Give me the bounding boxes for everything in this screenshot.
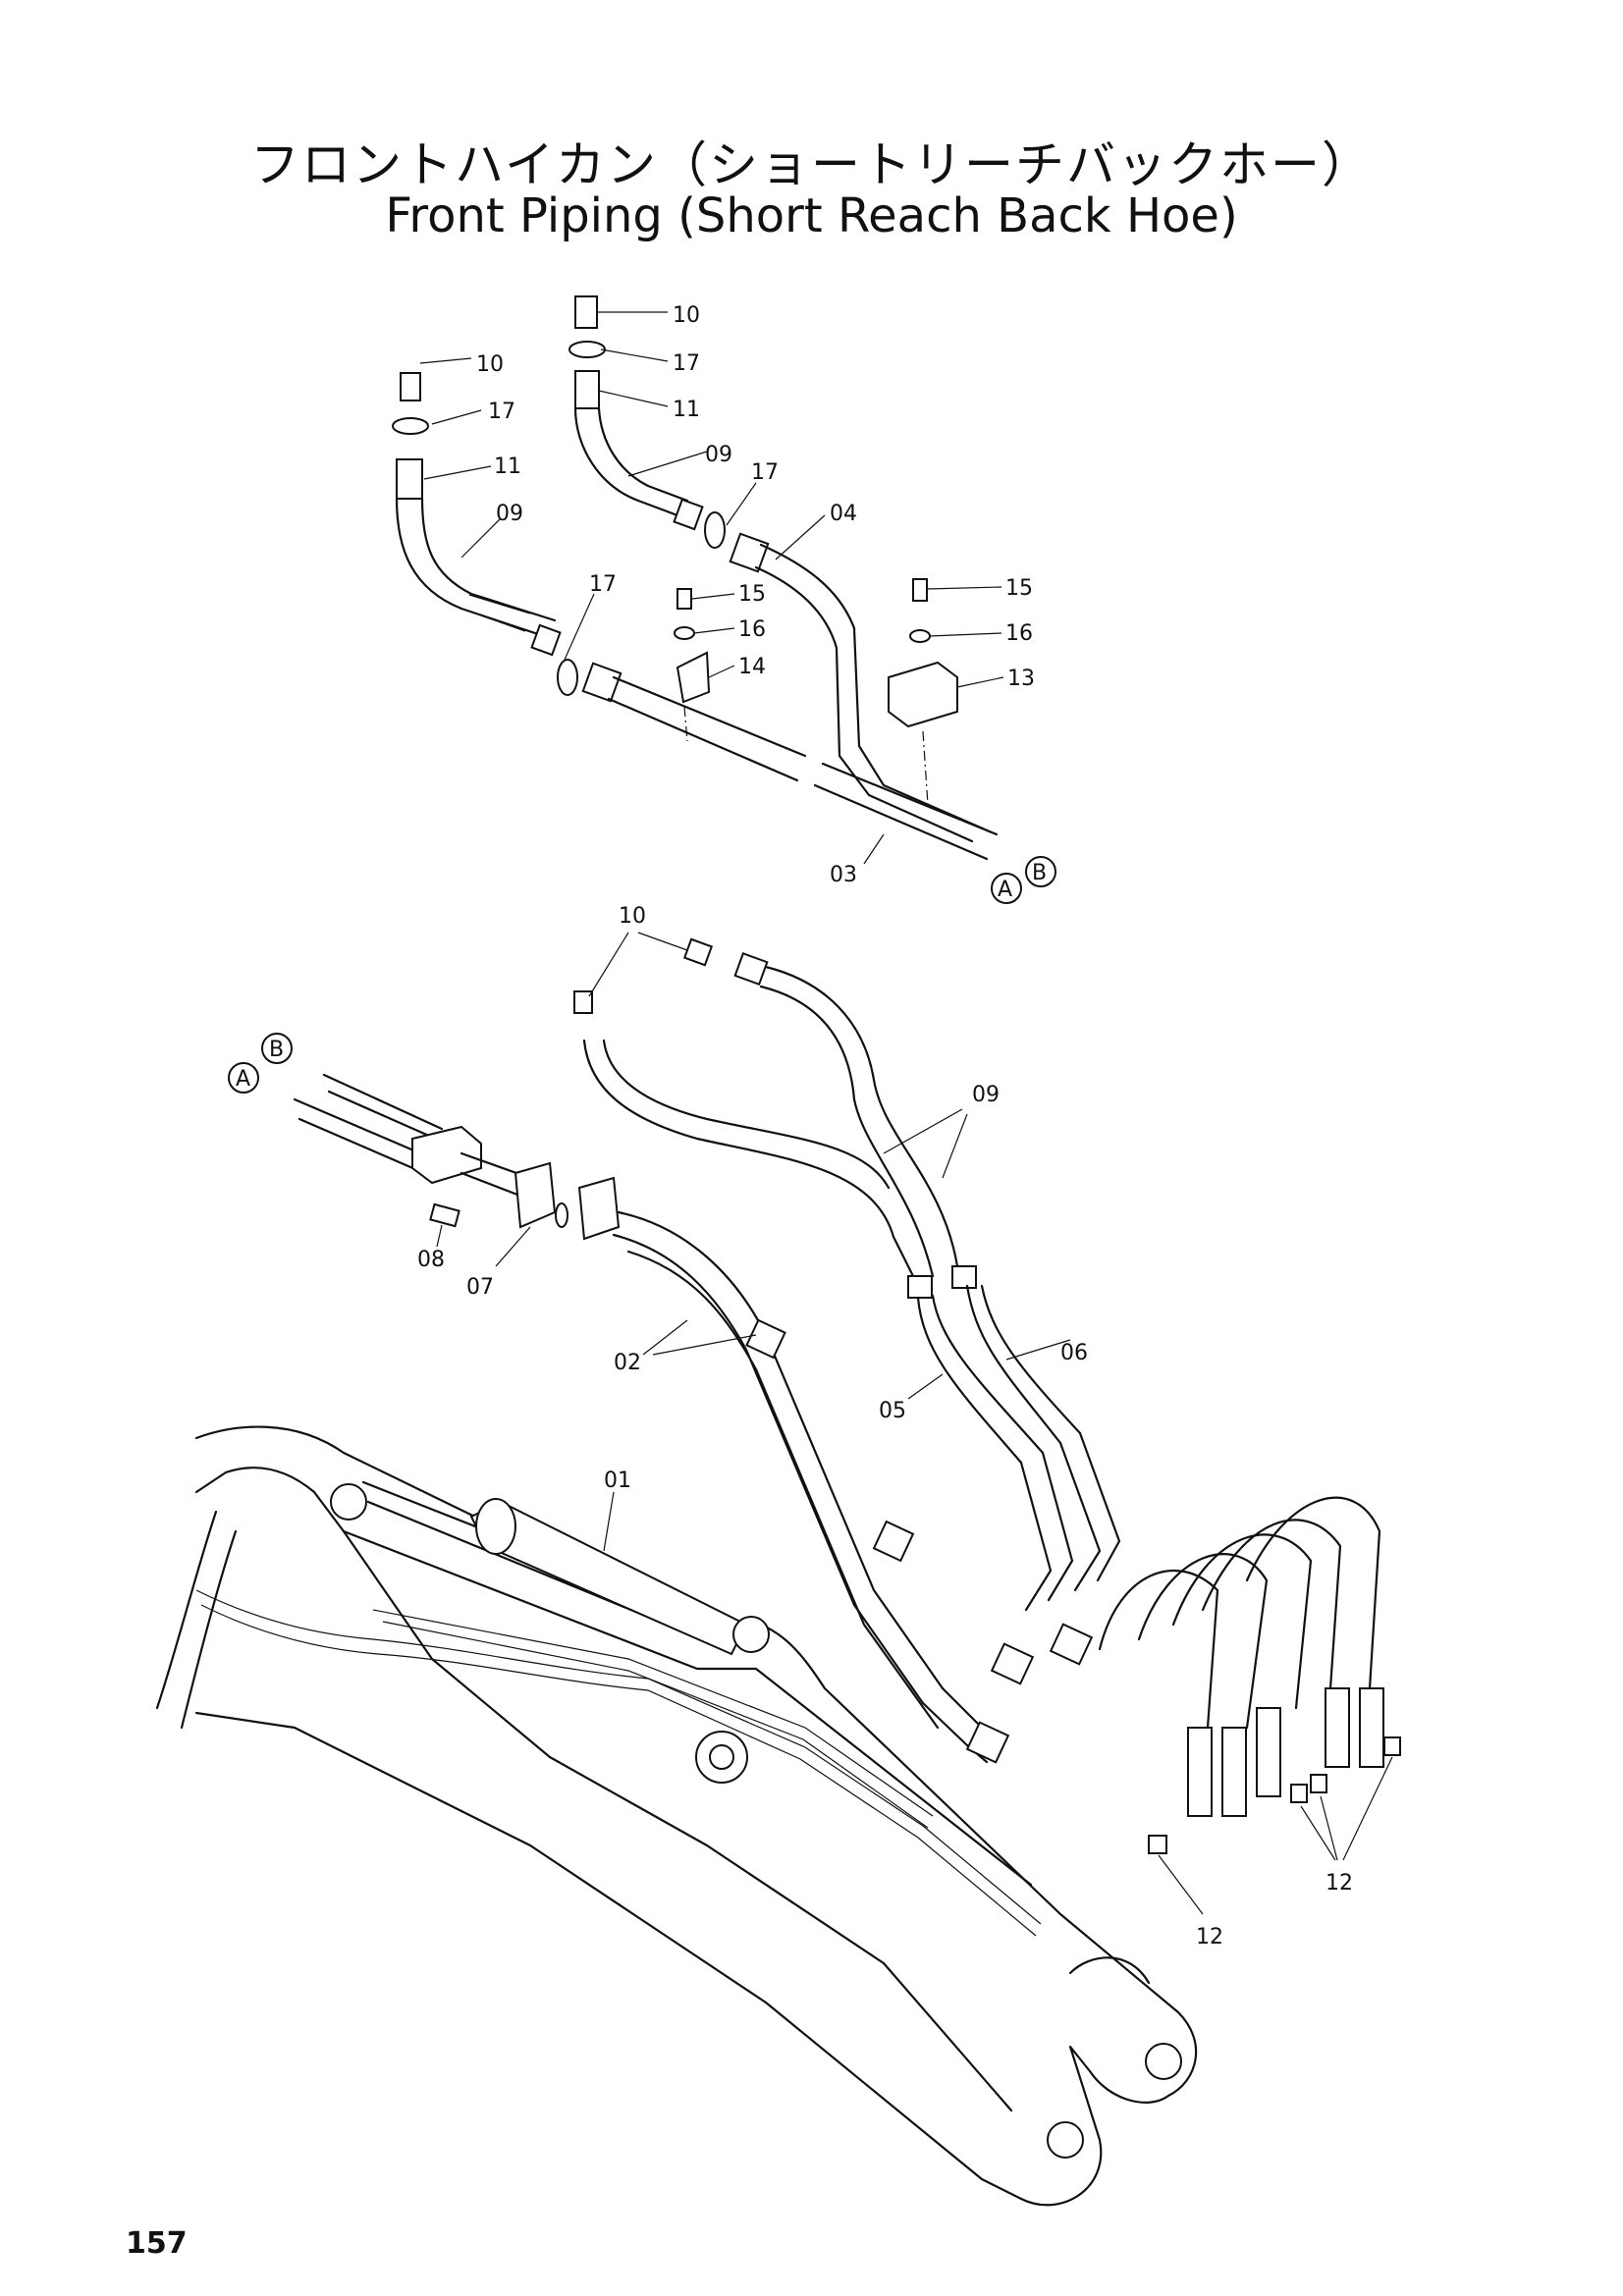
callout-03: 03 xyxy=(830,863,857,887)
hose-end-11-left xyxy=(396,458,423,500)
bolt-15-left xyxy=(676,588,692,610)
bolt-08 xyxy=(429,1202,460,1228)
connector-b-top xyxy=(1025,856,1056,887)
clamp-14 xyxy=(676,651,711,704)
connector-a-label: A xyxy=(998,878,1012,902)
hose-end-11-right xyxy=(574,370,600,409)
plug-12-d xyxy=(1383,1736,1401,1756)
callout-17: 17 xyxy=(589,572,617,597)
hose-end-lower-4 xyxy=(1325,1687,1350,1768)
callout-15: 15 xyxy=(738,582,766,607)
callout-04: 04 xyxy=(830,502,857,526)
o-ring-07 xyxy=(555,1202,568,1228)
title-japanese: フロントハイカン（ショートリーチバックホー） xyxy=(250,136,1373,193)
callout-17: 17 xyxy=(488,400,515,424)
callout-10: 10 xyxy=(476,352,504,377)
washer-16-left xyxy=(674,626,695,640)
fitting-10-left xyxy=(400,372,421,401)
callout-11: 11 xyxy=(673,398,700,422)
callout-16: 16 xyxy=(738,617,766,642)
callout-01: 01 xyxy=(604,1468,631,1493)
plug-12-a xyxy=(1148,1835,1167,1854)
hose-09-left-armor xyxy=(460,594,531,632)
boom-assembly: 12 12 01 xyxy=(155,1425,1401,2207)
callout-15: 15 xyxy=(1005,576,1033,601)
callout-10: 10 xyxy=(619,904,646,929)
hose-end-lower-2 xyxy=(1221,1727,1247,1817)
hose-end-05 xyxy=(907,1275,933,1299)
connector-b-mid xyxy=(261,1033,293,1064)
connector-b-label: B xyxy=(1032,861,1047,885)
title-english: Front Piping (Short Reach Back Hoe) xyxy=(385,188,1238,243)
fitting-10-mid-b xyxy=(682,937,714,967)
connector-a-top xyxy=(991,873,1022,904)
callout-02: 02 xyxy=(614,1351,641,1375)
plug-12-b xyxy=(1290,1784,1308,1803)
callout-09: 09 xyxy=(972,1083,1000,1107)
flange-07-right xyxy=(577,1176,621,1241)
hose-end-lower-1 xyxy=(1187,1727,1213,1817)
callout-11: 11 xyxy=(494,454,521,479)
callout-14: 14 xyxy=(738,655,766,679)
clamp-13 xyxy=(888,661,958,728)
fitting-10-right xyxy=(574,295,598,329)
bolt-15-right xyxy=(912,578,928,602)
callout-08: 08 xyxy=(417,1248,445,1272)
hose-end-06 xyxy=(951,1265,977,1289)
callout-05: 05 xyxy=(879,1399,906,1423)
seal-17-right xyxy=(568,341,606,358)
clamp-block xyxy=(411,1125,482,1185)
callout-10: 10 xyxy=(673,303,700,328)
callout-09: 09 xyxy=(496,502,523,526)
fitting-10-mid-a xyxy=(573,990,593,1014)
top-pipe-assembly: 10 17 11 09 10 17 11 09 17 04 17 15 16 1… xyxy=(392,295,1056,904)
callout-12: 12 xyxy=(1196,1925,1223,1949)
connector-b-label: B xyxy=(269,1038,284,1062)
hose-end-lower-3 xyxy=(1256,1707,1281,1797)
boom-tip-pin xyxy=(1145,2043,1182,2080)
washer-16-right xyxy=(909,629,931,643)
connector-a-label: A xyxy=(236,1067,250,1092)
callout-17: 17 xyxy=(751,460,779,485)
flange-07-left xyxy=(514,1161,557,1229)
callout-06: 06 xyxy=(1060,1341,1088,1365)
callout-12: 12 xyxy=(1325,1871,1353,1896)
callout-13: 13 xyxy=(1007,667,1035,691)
callout-07: 07 xyxy=(466,1275,494,1300)
seal-17-mid xyxy=(557,659,578,696)
callout-17: 17 xyxy=(673,351,700,376)
page-number: 157 xyxy=(126,2226,188,2261)
callout-09: 09 xyxy=(705,443,732,467)
callout-16: 16 xyxy=(1005,621,1033,646)
seal-17-left xyxy=(392,417,429,435)
hose-end-lower-5 xyxy=(1359,1687,1384,1768)
middle-pipe-assembly: A B 10 09 08 07 02 05 0 xyxy=(228,904,1088,1730)
connector-a-mid xyxy=(228,1062,259,1094)
plug-12-c xyxy=(1310,1774,1327,1793)
